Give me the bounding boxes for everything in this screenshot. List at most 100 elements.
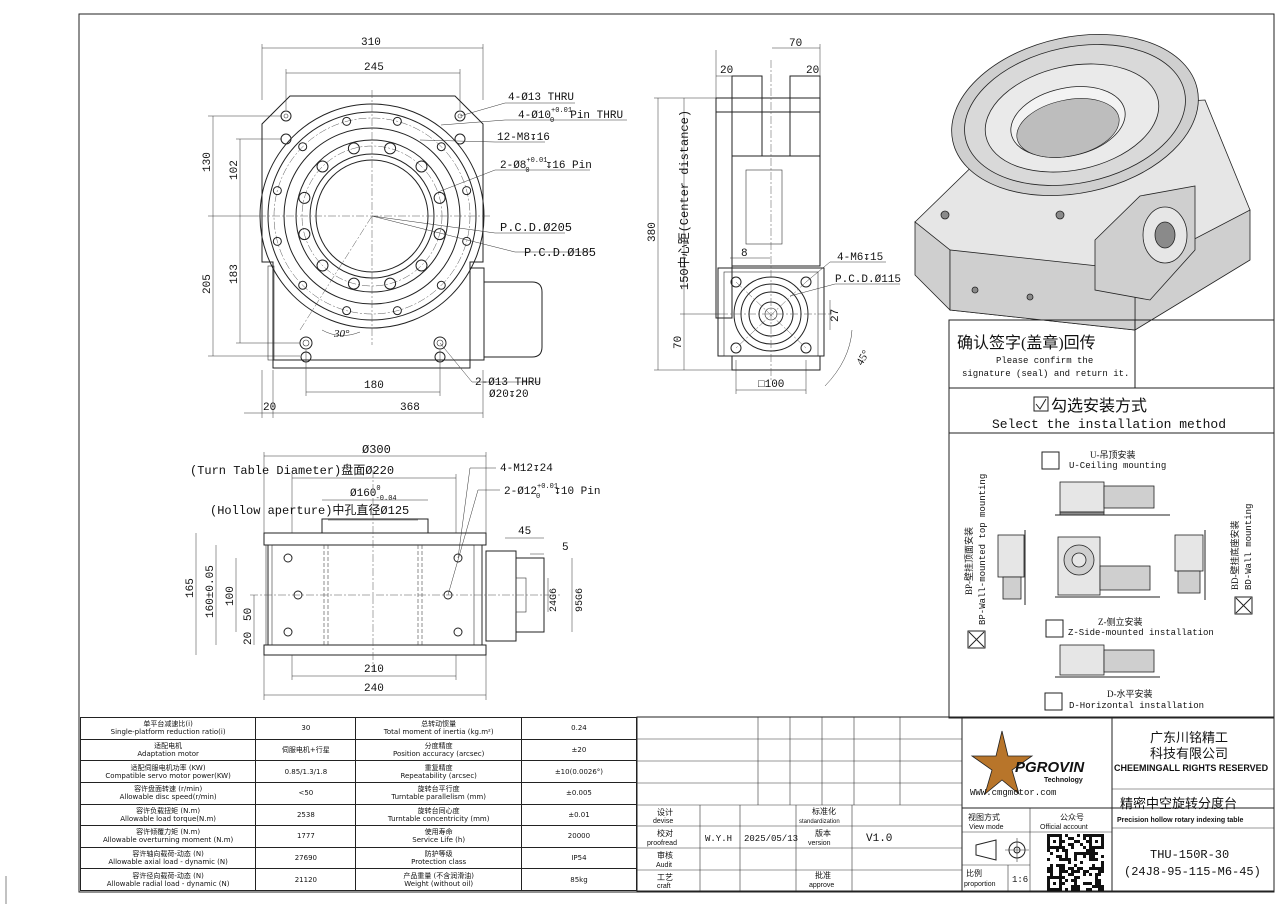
spec-param-value-text: <50	[298, 789, 314, 798]
approve-cn: 批准	[815, 870, 831, 880]
install-subtitle: Select the installation method	[992, 417, 1226, 432]
proof-cn: 校对	[657, 828, 673, 838]
title-block: 设计 devise 校对 proofread W.Y.H 2025/05/13 …	[636, 716, 1275, 892]
pcd-hole	[415, 160, 428, 173]
checkbox-u-ceiling[interactable]	[1041, 451, 1060, 470]
pcd-hole	[316, 259, 329, 272]
pcd-hole	[298, 142, 308, 152]
motor-flange-outline	[484, 281, 543, 358]
checkbox-bp-wall-top[interactable]	[967, 630, 986, 649]
spec-param-label-cn: 容许盘面转速 (r/min)	[134, 785, 203, 794]
checkbox-z-side[interactable]	[1045, 619, 1064, 638]
spec-param-value: 1777	[255, 825, 357, 848]
official-account-cn: 公众号	[1060, 813, 1084, 822]
u-ceiling-cn: U-吊顶安装	[1090, 449, 1136, 460]
dim-160: 160±0.05	[205, 565, 217, 618]
spec-param-label: 容许负载扭矩 (N.m)Allowable load torque(N.m)	[79, 803, 257, 827]
pcd-hole	[316, 160, 329, 173]
spec-param2-value: 20000	[520, 825, 638, 848]
version-en: version	[808, 840, 831, 847]
spec-param2-label-cn: 旋转台同心度	[417, 806, 460, 815]
checkbox-bd-wall[interactable]	[1234, 596, 1253, 615]
dim-180: 180	[364, 380, 384, 392]
dim-210: 210	[364, 664, 384, 676]
install-method-panel: 勾选安装方式 Select the installation method U-…	[948, 387, 1275, 719]
dim-310: 310	[361, 37, 381, 49]
spec-param-label-en: Allowable axial load - dynamic (N)	[108, 858, 228, 867]
center-distance: 150中心距(Center distance)	[676, 110, 692, 290]
spec-row: 适配伺服电机功率 (KW)Compatible servo motor powe…	[79, 760, 638, 783]
z-side-en: Z-Side-mounted installation	[1068, 628, 1214, 638]
confirm-line-1: Please confirm the	[996, 356, 1093, 366]
spec-param-value-text: 伺服电机+行星	[281, 745, 330, 754]
pcd-hole	[384, 277, 397, 290]
spec-param-value-text: 0.85/1.3/1.8	[284, 767, 328, 776]
spec-param-label-en: Adaptation motor	[137, 749, 199, 758]
spec-param2-value-text: 20000	[567, 832, 591, 841]
checkmark-box-icon	[1033, 396, 1049, 412]
turn-table-diameter: (Turn Table Diameter)盘面Ø220	[190, 462, 394, 478]
bp-wall-top-en: BP-Wall-mounted top mounting	[978, 474, 988, 625]
pcd-hole	[272, 186, 282, 196]
spec-param-label-cn: 适配电机	[154, 741, 183, 750]
spec-param-label-cn: 适配伺服电机功率 (KW)	[130, 763, 206, 772]
spec-param2-label: 产品重量 (不含润滑油)Weight (without oil)	[355, 868, 522, 891]
craft-en: craft	[657, 883, 671, 890]
model-spec: (24J8-95-115-M6-45)	[1124, 865, 1261, 879]
note-4-m12: 4-M12↧24	[500, 463, 553, 475]
spec-param-label-en: Allowable overturning moment (N.m)	[102, 836, 234, 845]
confirm-title: 确认签字(盖章)回传	[957, 334, 1096, 352]
z-side-icon	[1055, 536, 1160, 598]
spec-param-label-en: Allowable radial load - dynamic (N)	[106, 879, 230, 888]
dim-240: 240	[364, 683, 384, 695]
spec-param-label: 单平台减速比(i)Single-platform reduction ratio…	[79, 717, 257, 740]
model-code: THU-150R-30	[1150, 848, 1229, 862]
spec-param2-value: 85kg	[520, 868, 638, 891]
spec-param2-label-en: Weight (without oil)	[404, 879, 474, 888]
spec-param2-label-en: Protection class	[411, 858, 467, 867]
spec-param-label-en: Compatible servo motor power(KW)	[105, 771, 231, 780]
spec-param-label: 容许轴向载荷-动态 (N)Allowable axial load - dyna…	[79, 846, 257, 870]
spec-param2-value-text: ±20	[571, 745, 587, 754]
version-cn: 版本	[815, 828, 831, 838]
angle-45: 45°	[854, 348, 872, 367]
pcd-hole	[298, 280, 308, 290]
spec-param2-label-cn: 总转动惯量	[421, 720, 457, 729]
dim-100: 100	[225, 586, 237, 606]
spec-param2-value-text: ±10(0.0026°)	[554, 767, 604, 776]
pcd-hole	[298, 228, 311, 241]
checkbox-d-horizontal[interactable]	[1044, 692, 1063, 711]
spec-param-label-cn: 容许径向载荷-动态 (N)	[132, 871, 204, 880]
spec-param-value: <50	[255, 781, 357, 805]
audit-en: Audit	[656, 862, 672, 869]
dim-70-lower: 70	[673, 336, 685, 349]
view-mode-cn: 视图方式	[968, 812, 1000, 822]
spec-param-value: 30	[255, 717, 357, 740]
dim-20-left: 20	[720, 65, 733, 77]
spec-param2-label-en: Position accuracy (arcsec)	[392, 749, 485, 758]
scale-cn: 比例	[966, 868, 982, 878]
spec-param-value: 21120	[255, 868, 357, 891]
d-horizontal-icon	[1055, 644, 1160, 678]
pcd-hole	[436, 142, 446, 152]
dim-205: 205	[202, 274, 214, 294]
install-title: 勾选安装方式	[1051, 397, 1147, 415]
pcd-hole	[462, 186, 472, 196]
pcd-hole	[436, 280, 446, 290]
pcd-hole	[392, 116, 402, 126]
spec-param-value: 2538	[255, 803, 357, 827]
scale-en: proportion	[964, 881, 996, 888]
spec-param2-value-text: IP54	[571, 854, 587, 863]
spec-param-label-cn: 容许负载扭矩 (N.m)	[136, 806, 201, 815]
pcd-hole	[342, 306, 352, 316]
qr-code	[1047, 834, 1104, 891]
dim-20-right: 20	[806, 65, 819, 77]
company-name-2: 科技有限公司	[1150, 746, 1228, 761]
spec-param2-value: ±20	[520, 738, 638, 762]
spec-row: 容许轴向载荷-动态 (N)Allowable axial load - dyna…	[79, 846, 638, 870]
spec-param-value-text: 30	[301, 724, 311, 733]
